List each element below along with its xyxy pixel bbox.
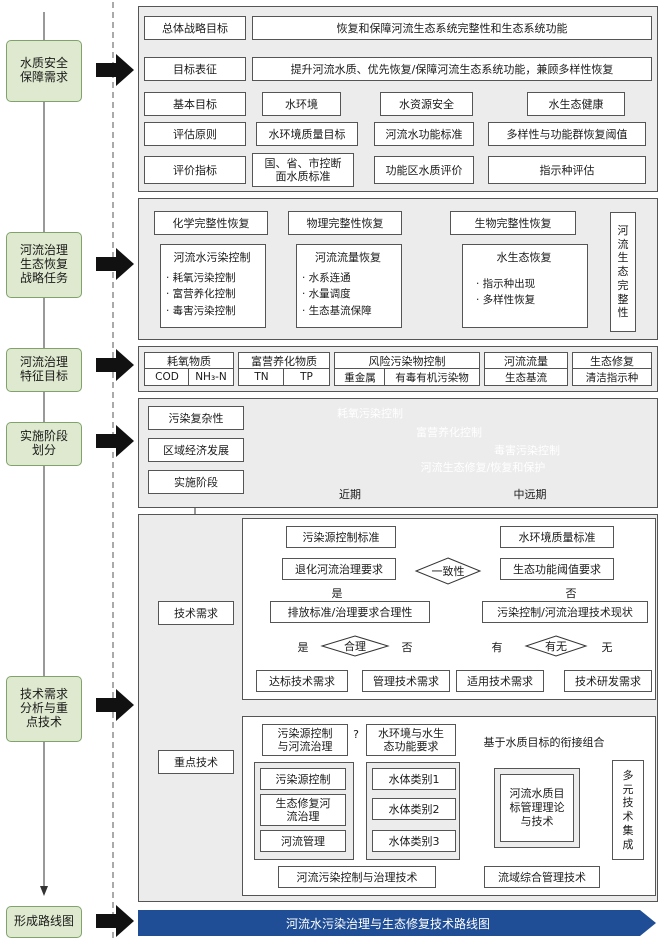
label-have: 有 bbox=[491, 641, 503, 654]
pollution-control-tech: 河流污染控制与治理技术 bbox=[278, 866, 436, 888]
management-tech-need: 管理技术需求 bbox=[362, 670, 450, 692]
basic-item-water-resource: 水资源安全 bbox=[380, 92, 473, 116]
bio-items: · 指示种出现 · 多样性恢复 bbox=[476, 278, 536, 307]
water-class-1: 水体类别1 bbox=[372, 768, 456, 790]
pollution-complexity: 污染复杂性 bbox=[148, 406, 244, 430]
label-none: 无 bbox=[601, 641, 613, 654]
phys-sub: 河流流量恢复 bbox=[315, 251, 381, 264]
stage-roadmap: 形成路线图 bbox=[6, 906, 82, 938]
overall-goal-label: 总体战略目标 bbox=[144, 16, 246, 40]
axis-long-term: 中远期 bbox=[513, 488, 547, 501]
chem-integrity-title: 化学完整性恢复 bbox=[154, 211, 268, 235]
applicable-tech-need: 适用技术需求 bbox=[456, 670, 544, 692]
basic-goal-label: 基本目标 bbox=[144, 92, 246, 116]
reasonable-decision: 合理 bbox=[344, 640, 366, 653]
stage-strategy: 河流治理 生态恢复 战略任务 bbox=[6, 232, 82, 298]
indicator-label: 评价指标 bbox=[144, 156, 246, 184]
multi-tech-integration: 多 元 技 术 集 成 bbox=[612, 760, 644, 860]
tech-status: 污染控制/河流治理技术现状 bbox=[482, 601, 648, 623]
principle-item-function: 河流水功能标准 bbox=[374, 122, 474, 146]
stage-tech-analysis: 技术需求 分析与重 点技术 bbox=[6, 676, 82, 742]
tech-need-box: 技术需求 bbox=[158, 601, 234, 625]
g1-nh3n: NH₃-N bbox=[188, 368, 234, 386]
implementation-phase: 实施阶段 bbox=[148, 470, 244, 494]
phys-box bbox=[296, 244, 402, 328]
label-no-2: 否 bbox=[401, 641, 413, 654]
eco-function-req: 生态功能阈值要求 bbox=[500, 558, 614, 580]
key-tech-box: 重点技术 bbox=[158, 750, 234, 774]
g4-base-flow: 生态基流 bbox=[484, 368, 568, 386]
bio-integrity-title: 生物完整性恢复 bbox=[450, 211, 576, 235]
chem-items: · 耗氧污染控制 · 富营养化控制 · 毒害污染控制 bbox=[166, 272, 236, 317]
water-quality-theory: 河流水质目 标管理理论 与技术 bbox=[500, 774, 574, 842]
pollution-control-std: 污染源控制标准 bbox=[286, 526, 396, 548]
chem-sub: 河流水污染控制 bbox=[173, 251, 251, 264]
question-mark: ? bbox=[353, 727, 359, 741]
river-management: 河流管理 bbox=[260, 830, 346, 852]
indicator-item-section: 国、省、市控断 面水质标准 bbox=[252, 153, 354, 187]
indicator-item-species: 指示种评估 bbox=[488, 156, 646, 184]
stage-feature-targets: 河流治理 特征目标 bbox=[6, 348, 82, 392]
route-title: 河流水污染治理与生态修复技术路线图 bbox=[285, 916, 490, 931]
phase-arrow-eutrophication: 富营养化控制 bbox=[416, 426, 482, 439]
g5-indicator-species: 清洁指示种 bbox=[572, 368, 652, 386]
g3-toxic-organic: 有毒有机污染物 bbox=[384, 368, 480, 386]
phys-integrity-title: 物理完整性恢复 bbox=[288, 211, 402, 235]
consistency-decision: 一致性 bbox=[431, 565, 465, 578]
source-control-governance: 污染源控制 与河流治理 bbox=[262, 724, 348, 756]
principle-label: 评估原则 bbox=[144, 122, 246, 146]
phase-arrow-oxygen: 耗氧污染控制 bbox=[337, 407, 403, 420]
stage-water-safety: 水质安全 保障需求 bbox=[6, 40, 82, 102]
g3-heavy-metal: 重金属 bbox=[334, 368, 386, 386]
overall-goal-text: 恢复和保障河流生态系统完整性和生态系统功能 bbox=[252, 16, 652, 40]
compliance-tech-need: 达标技术需求 bbox=[256, 670, 348, 692]
degraded-river-req: 退化河流治理要求 bbox=[282, 558, 396, 580]
g2-tp: TP bbox=[283, 368, 330, 386]
indicator-item-zone: 功能区水质评价 bbox=[374, 156, 474, 184]
std-rationality: 排放标准/治理要求合理性 bbox=[270, 601, 430, 623]
water-class-3: 水体类别3 bbox=[372, 830, 456, 852]
principle-item-quality: 水环境质量目标 bbox=[256, 122, 358, 146]
label-yes: 是 bbox=[331, 587, 343, 600]
target-label: 目标表征 bbox=[144, 57, 246, 81]
g2-tn: TN bbox=[238, 368, 285, 386]
phase-arrow-toxic: 毒害污染控制 bbox=[494, 444, 560, 457]
route-arrow bbox=[138, 910, 656, 936]
basic-item-water-env: 水环境 bbox=[262, 92, 341, 116]
principle-item-diversity: 多样性与功能群恢复阈值 bbox=[488, 122, 646, 146]
chem-box bbox=[160, 244, 266, 328]
target-text: 提升河流水质、优先恢复/保障河流生态系统功能，兼顾多样性恢复 bbox=[252, 57, 652, 81]
label-no: 否 bbox=[565, 587, 577, 600]
phys-items: · 水系连通 · 水量调度 · 生态基流保障 bbox=[302, 272, 372, 317]
water-env-std: 水环境质量标准 bbox=[500, 526, 614, 548]
regional-development: 区域经济发展 bbox=[148, 438, 244, 462]
river-eco-integrity: 河 流 生 态 完 整 性 bbox=[610, 212, 636, 332]
water-quality-combination: 基于水质目标的衔接组合 bbox=[483, 736, 605, 749]
exists-decision: 有无 bbox=[545, 640, 567, 653]
eco-restoration-river: 生态修复河 流治理 bbox=[260, 794, 346, 826]
water-class-2: 水体类别2 bbox=[372, 798, 456, 820]
bio-box bbox=[462, 244, 588, 328]
axis-near-term: 近期 bbox=[339, 488, 361, 501]
phase-arrow-restoration: 河流生态修复/恢复和保护 bbox=[420, 461, 546, 474]
basic-item-eco-health: 水生态健康 bbox=[527, 92, 625, 116]
label-yes-2: 是 bbox=[297, 641, 309, 654]
basin-management-tech: 流域综合管理技术 bbox=[484, 866, 600, 888]
pollution-source-control: 污染源控制 bbox=[260, 768, 346, 790]
stage-phases: 实施阶段 划分 bbox=[6, 422, 82, 466]
water-eco-requirement: 水环境与水生 态功能要求 bbox=[366, 724, 456, 756]
g1-cod: COD bbox=[144, 368, 190, 386]
bio-sub: 水生态恢复 bbox=[496, 251, 552, 264]
rd-tech-need: 技术研发需求 bbox=[564, 670, 652, 692]
stage-arrows bbox=[96, 54, 134, 937]
